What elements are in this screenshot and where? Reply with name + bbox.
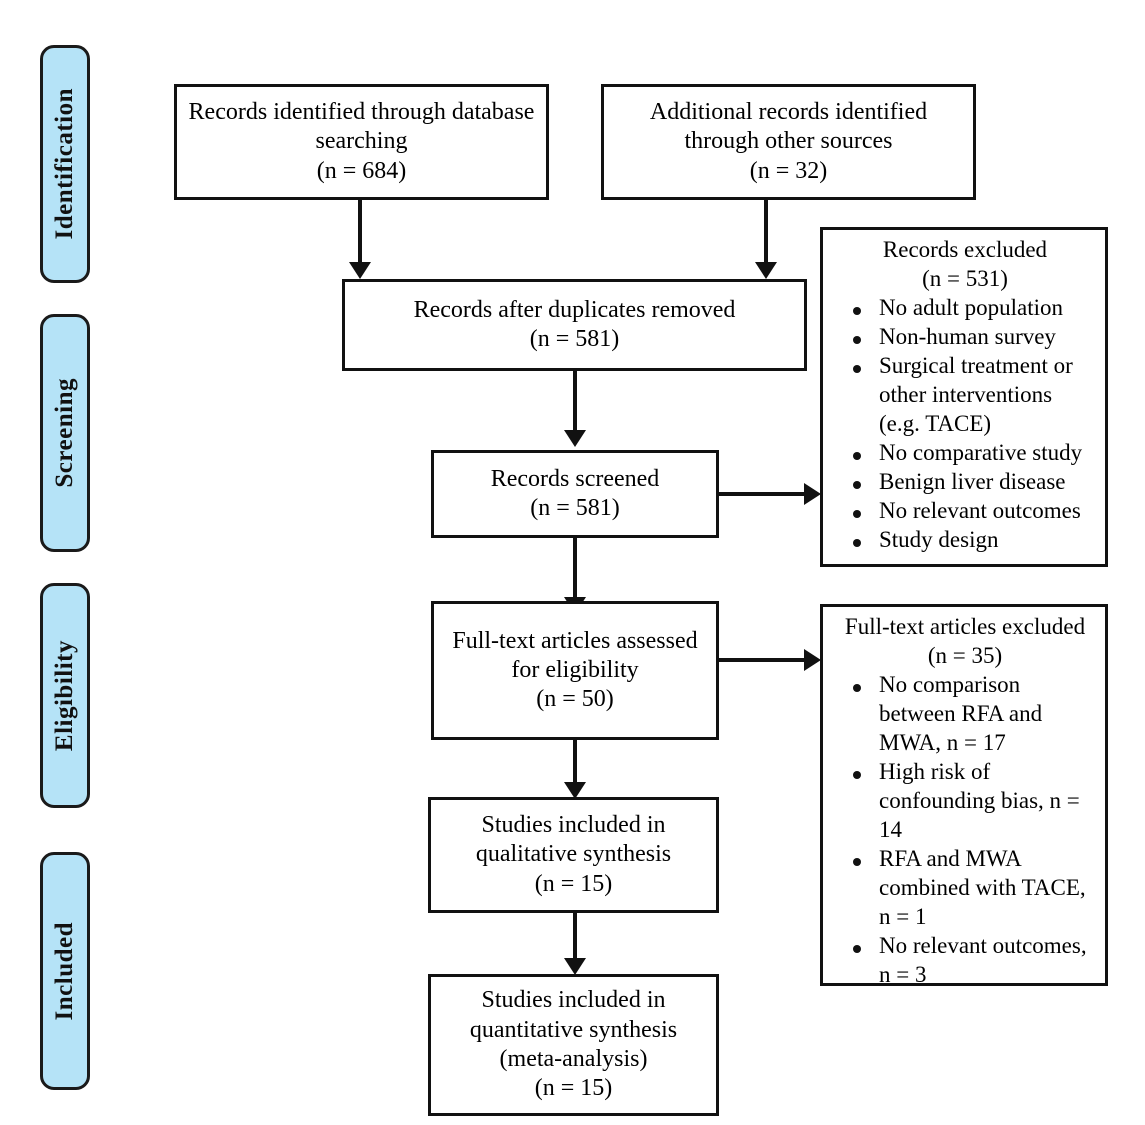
phase-label-included: Included [40, 852, 90, 1090]
list-item: Surgical treatment or other intervention… [853, 352, 1097, 439]
box-line: (n = 15) [534, 1075, 613, 1102]
box-line: (n = 15) [534, 870, 613, 897]
connector-database-to-duplicates [358, 200, 362, 266]
box-line: searching [315, 128, 408, 155]
box-fulltext-articles-excluded: Full-text articles excluded (n = 35) No … [820, 604, 1108, 987]
box-line: (meta-analysis) [499, 1046, 648, 1072]
box-additional-records-other-sources: Additional records identified through ot… [601, 84, 976, 200]
box-line: (n = 50) [536, 686, 614, 713]
list-item: No adult population [853, 294, 1097, 323]
box-records-screened: Records screened (n = 581) [431, 450, 719, 538]
list-item: Benign liver disease [853, 468, 1097, 497]
arrowhead-other-to-duplicates [755, 262, 777, 279]
arrowhead-fulltext-to-qualitative [564, 782, 586, 799]
fulltext-excluded-list: No comparison between RFA and MWA, n = 1… [833, 671, 1097, 990]
arrowhead-fulltext-to-fulltext-excluded [804, 649, 821, 671]
fulltext-excluded-heading: Full-text articles excluded [844, 614, 1086, 639]
records-excluded-count: (n = 531) [922, 265, 1008, 291]
box-records-after-duplicates-removed: Records after duplicates removed (n = 58… [342, 279, 807, 371]
connector-qualitative-to-quantitative [573, 913, 577, 961]
list-item: No relevant outcomes [853, 497, 1097, 526]
box-line: qualitative synthesis [475, 841, 672, 868]
box-records-identified-database: Records identified through database sear… [174, 84, 549, 200]
arrowhead-qualitative-to-quantitative [564, 958, 586, 975]
box-line: Records identified through database [188, 99, 535, 126]
box-fulltext-articles-assessed: Full-text articles assessed for eligibil… [431, 601, 719, 740]
list-item: No comparison between RFA and MWA, n = 1… [853, 671, 1097, 758]
box-line: quantitative synthesis [469, 1016, 678, 1043]
box-line: through other sources [684, 128, 893, 155]
phase-label-screening-text: Screening [51, 378, 78, 488]
list-item: No relevant outcomes, n = 3 [853, 932, 1097, 990]
arrowhead-duplicates-to-screened [564, 430, 586, 447]
list-item: RFA and MWA combined with TACE, n = 1 [853, 845, 1097, 932]
list-item: Study design [853, 526, 1097, 555]
box-line: (n = 581) [529, 326, 620, 352]
box-records-excluded: Records excluded (n = 531) No adult popu… [820, 227, 1108, 567]
phase-label-eligibility: Eligibility [40, 583, 90, 808]
list-item: Non-human survey [853, 323, 1097, 352]
list-item: No comparative study [853, 439, 1097, 468]
connector-screened-to-records-excluded [719, 492, 807, 496]
box-line: (n = 684) [316, 157, 407, 184]
box-line: Studies included in [481, 812, 666, 839]
box-quantitative-synthesis: Studies included in quantitative synthes… [428, 974, 719, 1116]
phase-label-eligibility-text: Eligibility [51, 639, 78, 752]
connector-duplicates-to-screened [573, 371, 577, 433]
box-qualitative-synthesis: Studies included in qualitative synthesi… [428, 797, 719, 913]
list-item: High risk of confounding bias, n = 14 [853, 758, 1097, 845]
connector-fulltext-to-fulltext-excluded [719, 658, 807, 662]
box-line: Studies included in [481, 987, 666, 1014]
box-line: for eligibility [511, 656, 639, 683]
phase-label-screening: Screening [40, 314, 90, 552]
arrowhead-database-to-duplicates [349, 262, 371, 279]
box-line: Records screened [490, 465, 660, 492]
records-excluded-heading: Records excluded [882, 237, 1048, 262]
phase-label-identification-text: Identification [51, 88, 78, 240]
connector-screened-to-fulltext [573, 538, 577, 600]
records-excluded-list: No adult population Non-human survey Sur… [833, 294, 1097, 555]
connector-other-to-duplicates [764, 200, 768, 266]
arrowhead-screened-to-records-excluded [804, 483, 821, 505]
fulltext-excluded-count: (n = 35) [927, 642, 1003, 668]
connector-fulltext-to-qualitative [573, 740, 577, 785]
phase-label-identification: Identification [40, 45, 90, 283]
box-line: (n = 581) [530, 495, 620, 521]
box-line: Additional records identified [649, 99, 928, 126]
box-line: Records after duplicates removed [413, 296, 736, 323]
box-line: (n = 32) [749, 157, 828, 184]
phase-label-included-text: Included [51, 921, 78, 1021]
box-line: Full-text articles assessed [452, 627, 698, 654]
